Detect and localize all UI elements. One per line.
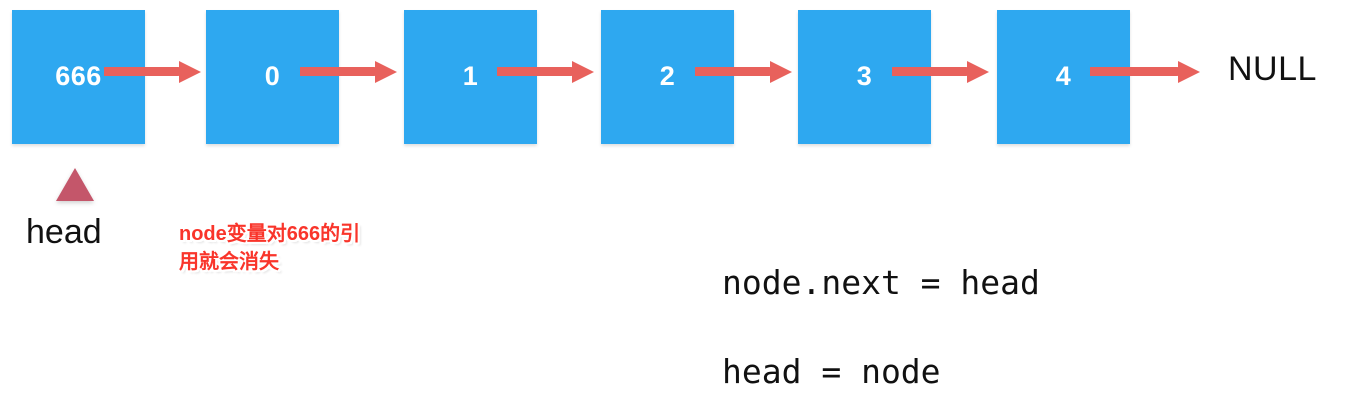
node-value: 666	[55, 60, 102, 91]
arrow-icon-node4-to-node5	[892, 60, 989, 83]
head-pointer-label: head	[26, 213, 102, 251]
annotation-note: node变量对666的引 用就会消失	[179, 221, 361, 276]
node-value: 1	[462, 60, 479, 91]
code-line-head-assignment: head = node	[722, 352, 941, 391]
arrow-icon-node5-to-null	[1090, 60, 1200, 83]
code-line-node-next-assignment: node.next = head	[722, 263, 1040, 302]
arrow-icon-node1-to-node2	[300, 60, 397, 83]
node-value: 2	[659, 60, 676, 91]
annotation-line-2: 用就会消失	[179, 250, 279, 273]
list-node-4: 3	[798, 10, 931, 144]
list-node-5: 4	[997, 10, 1130, 144]
arrow-icon-node2-to-node3	[497, 60, 594, 83]
null-terminator-label: NULL	[1228, 50, 1317, 88]
annotation-line-1: node变量对666的引	[179, 223, 361, 245]
arrow-icon-node0-to-node1	[104, 60, 201, 83]
node-value: 0	[264, 60, 281, 91]
list-node-2: 1	[404, 10, 537, 144]
node-value: 3	[856, 60, 873, 91]
list-node-1: 0	[206, 10, 339, 144]
list-node-0: 666	[12, 10, 145, 144]
list-node-3: 2	[601, 10, 734, 144]
head-pointer-triangle-icon	[56, 168, 94, 201]
arrow-icon-node3-to-node4	[695, 60, 792, 83]
node-value: 4	[1055, 60, 1072, 91]
